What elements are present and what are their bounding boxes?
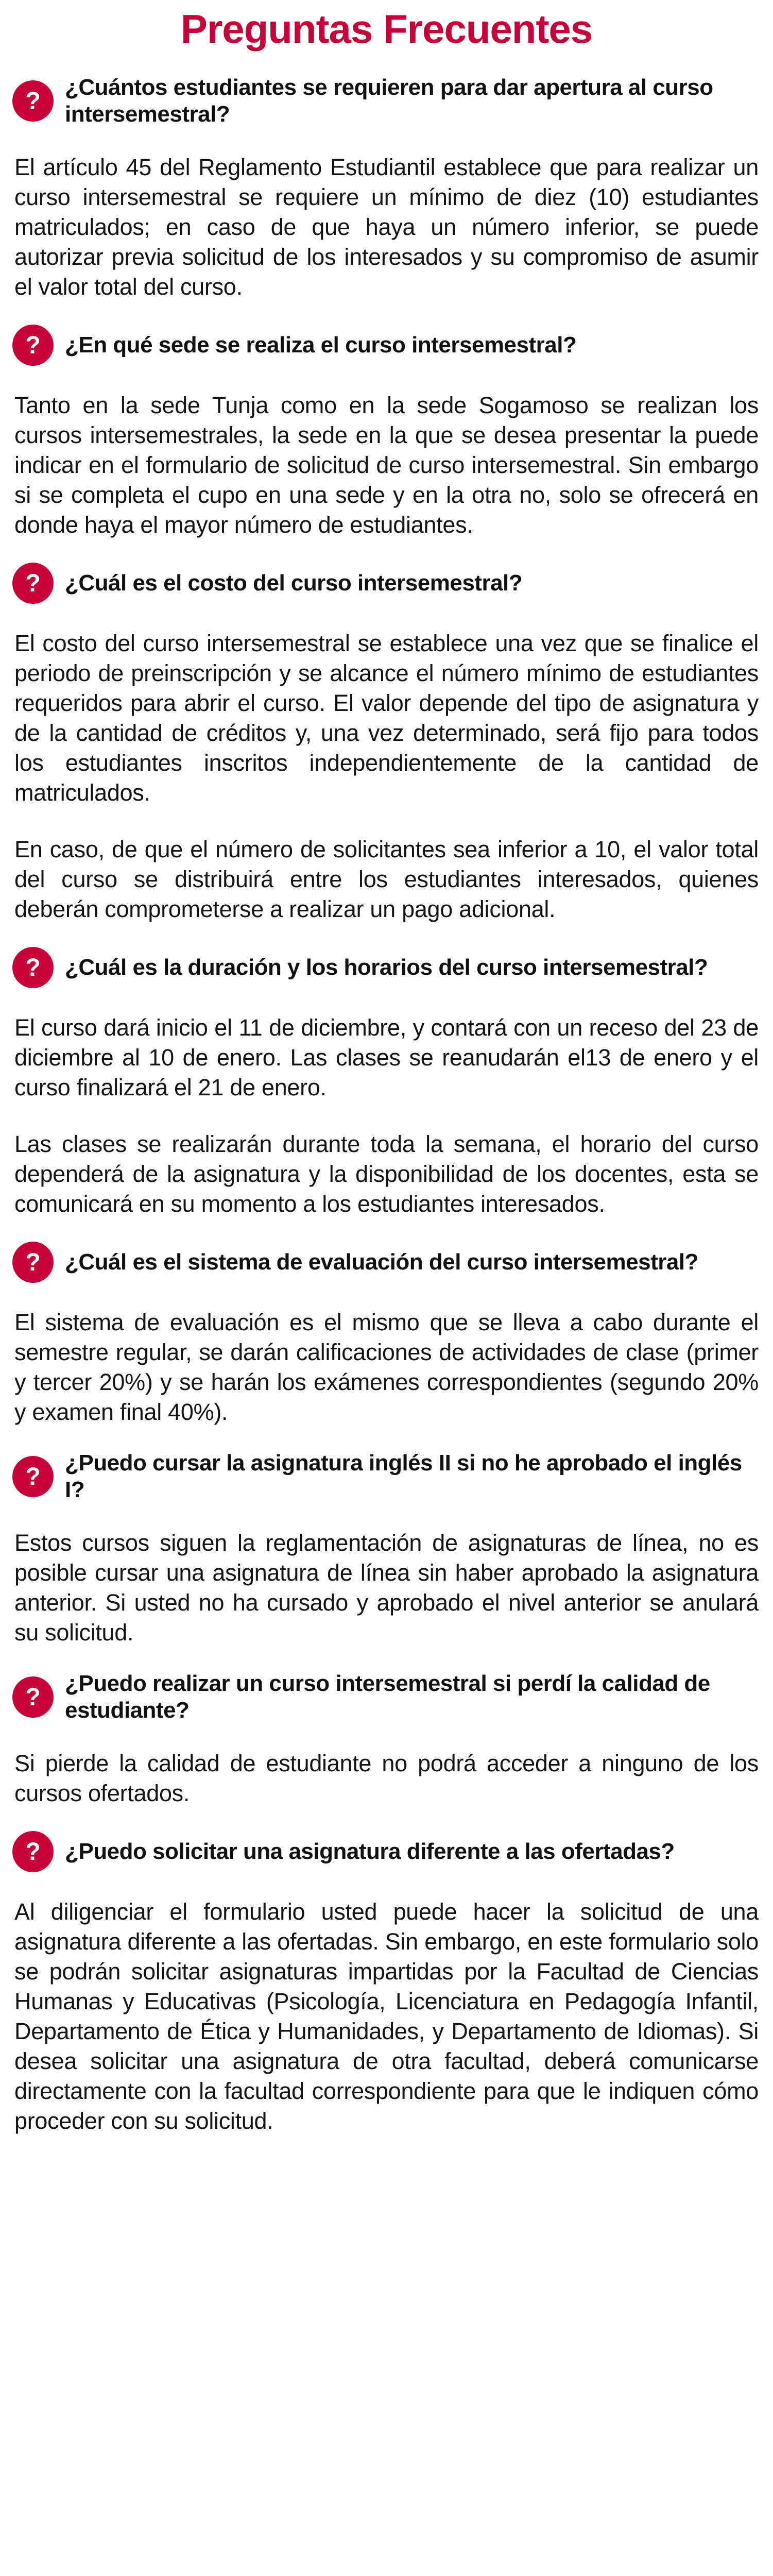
answer-paragraph: Si pierde la calidad de estudiante no po… [14,1750,759,1806]
question-mark-circle-icon: ? [12,1676,54,1718]
question-text: ¿Cuál es la duración y los horarios del … [65,955,708,980]
question-mark-circle-icon: ? [12,947,54,988]
faq-answer: El sistema de evaluación es el mismo que… [14,1308,759,1427]
answer-paragraph: El costo del curso intersemestral se est… [14,630,759,806]
question-text: ¿Cuál es el costo del curso intersemestr… [65,570,523,596]
faq-answer: Al diligenciar el formulario usted puede… [14,1897,759,2136]
answer-paragraph: En caso, de que el número de solicitante… [14,836,759,922]
question-text: ¿Puedo cursar la asignatura inglés II si… [65,1450,742,1502]
faq-list: ? ¿Cuántos estudiantes se requieren para … [12,74,759,2136]
question-mark-circle-icon: ? [12,1831,54,1872]
question-mark-circle-icon: ? [12,1456,54,1497]
faq-question: ? ¿En qué sede se realiza el curso inters… [12,325,759,366]
question-mark-circle-icon: ? [12,325,54,366]
faq-question: ? ¿Cuál es el costo del curso intersemest… [12,563,759,604]
question-text: ¿Cuál es el sistema de evaluación del cu… [65,1249,698,1275]
answer-paragraph: El sistema de evaluación es el mismo que… [14,1309,759,1425]
faq-answer: Estos cursos siguen la reglamentación de… [14,1528,759,1648]
faq-question: ? ¿Cuál es la duración y los horarios del… [12,947,759,988]
answer-paragraph: El artículo 45 del Reglamento Estudianti… [14,154,759,300]
faq-question: ? ¿Cuántos estudiantes se requieren para … [12,74,759,128]
question-mark-circle-icon: ? [12,80,54,122]
faq-answer: Tanto en la sede Tunja como en la sede S… [14,391,759,540]
question-text: ¿En qué sede se realiza el curso interse… [65,332,577,358]
answer-paragraph: Las clases se realizarán durante toda la… [14,1131,759,1217]
answer-paragraph: Tanto en la sede Tunja como en la sede S… [14,392,759,538]
faq-answer: El artículo 45 del Reglamento Estudianti… [14,152,759,302]
faq-question: ? ¿Puedo solicitar una asignatura diferen… [12,1831,759,1872]
faq-question: ? ¿Puedo realizar un curso intersemestral… [12,1670,759,1724]
answer-paragraph: Estos cursos siguen la reglamentación de… [14,1530,759,1646]
answer-paragraph: Al diligenciar el formulario usted puede… [14,1899,759,2134]
faq-answer: Si pierde la calidad de estudiante no po… [14,1749,759,1808]
answer-paragraph: El curso dará inicio el 11 de diciembre,… [14,1014,759,1100]
faq-question: ? ¿Puedo cursar la asignatura inglés II s… [12,1450,759,1503]
faq-answer: El curso dará inicio el 11 de diciembre,… [14,1013,759,1219]
question-mark-circle-icon: ? [12,1242,54,1283]
faq-page: Preguntas Frecuentes ? ¿Cuántos estudiant… [12,6,759,2136]
question-text: ¿Puedo realizar un curso intersemestral … [65,1671,710,1723]
question-mark-circle-icon: ? [12,563,54,604]
faq-question: ? ¿Cuál es el sistema de evaluación del c… [12,1242,759,1283]
page-title: Preguntas Frecuentes [180,6,593,52]
question-text: ¿Cuántos estudiantes se requieren para d… [65,75,713,127]
faq-answer: El costo del curso intersemestral se est… [14,629,759,924]
question-text: ¿Puedo solicitar una asignatura diferent… [65,1839,675,1864]
